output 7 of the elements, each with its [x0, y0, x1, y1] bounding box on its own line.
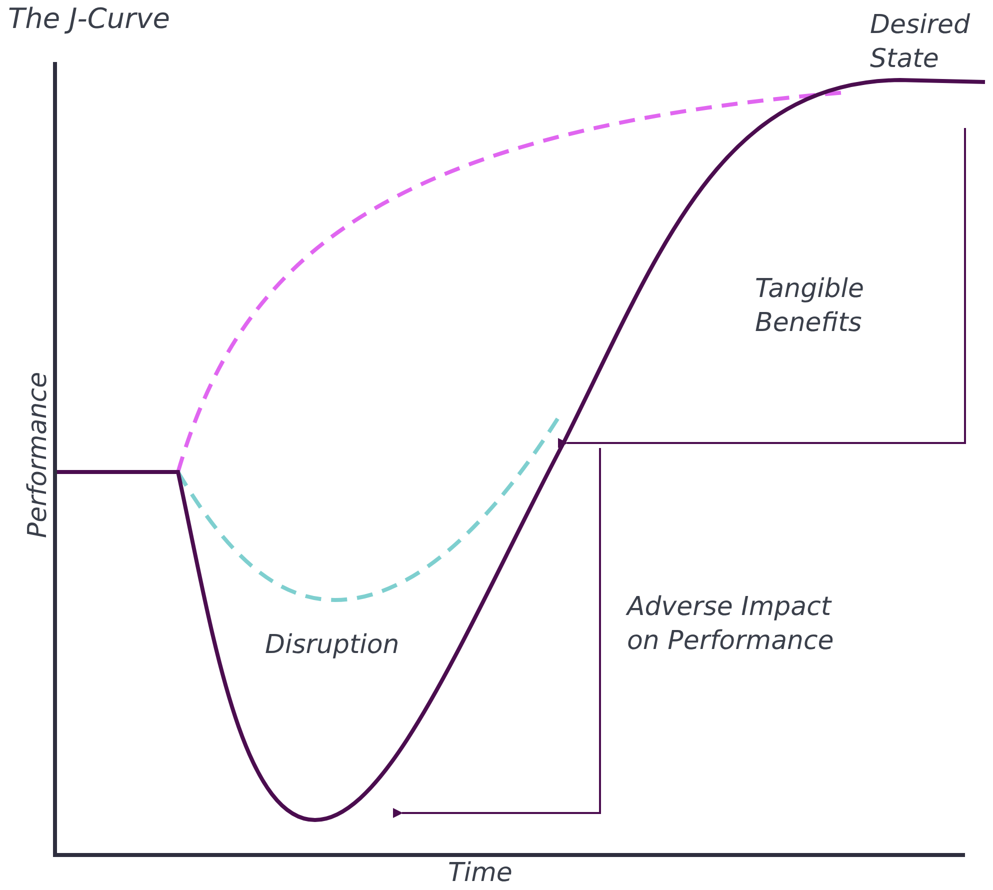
- title-text: The J-Curve: [8, 2, 170, 36]
- annotation-text: Desired State: [870, 9, 971, 76]
- axis-label: Time: [448, 857, 512, 890]
- annotation-text: Tangible Benefits: [755, 273, 866, 340]
- annotation-text: Disruption: [265, 629, 400, 662]
- axis-label: Performance: [22, 370, 54, 540]
- annotation-text: Adverse Impact on Performance: [627, 591, 835, 658]
